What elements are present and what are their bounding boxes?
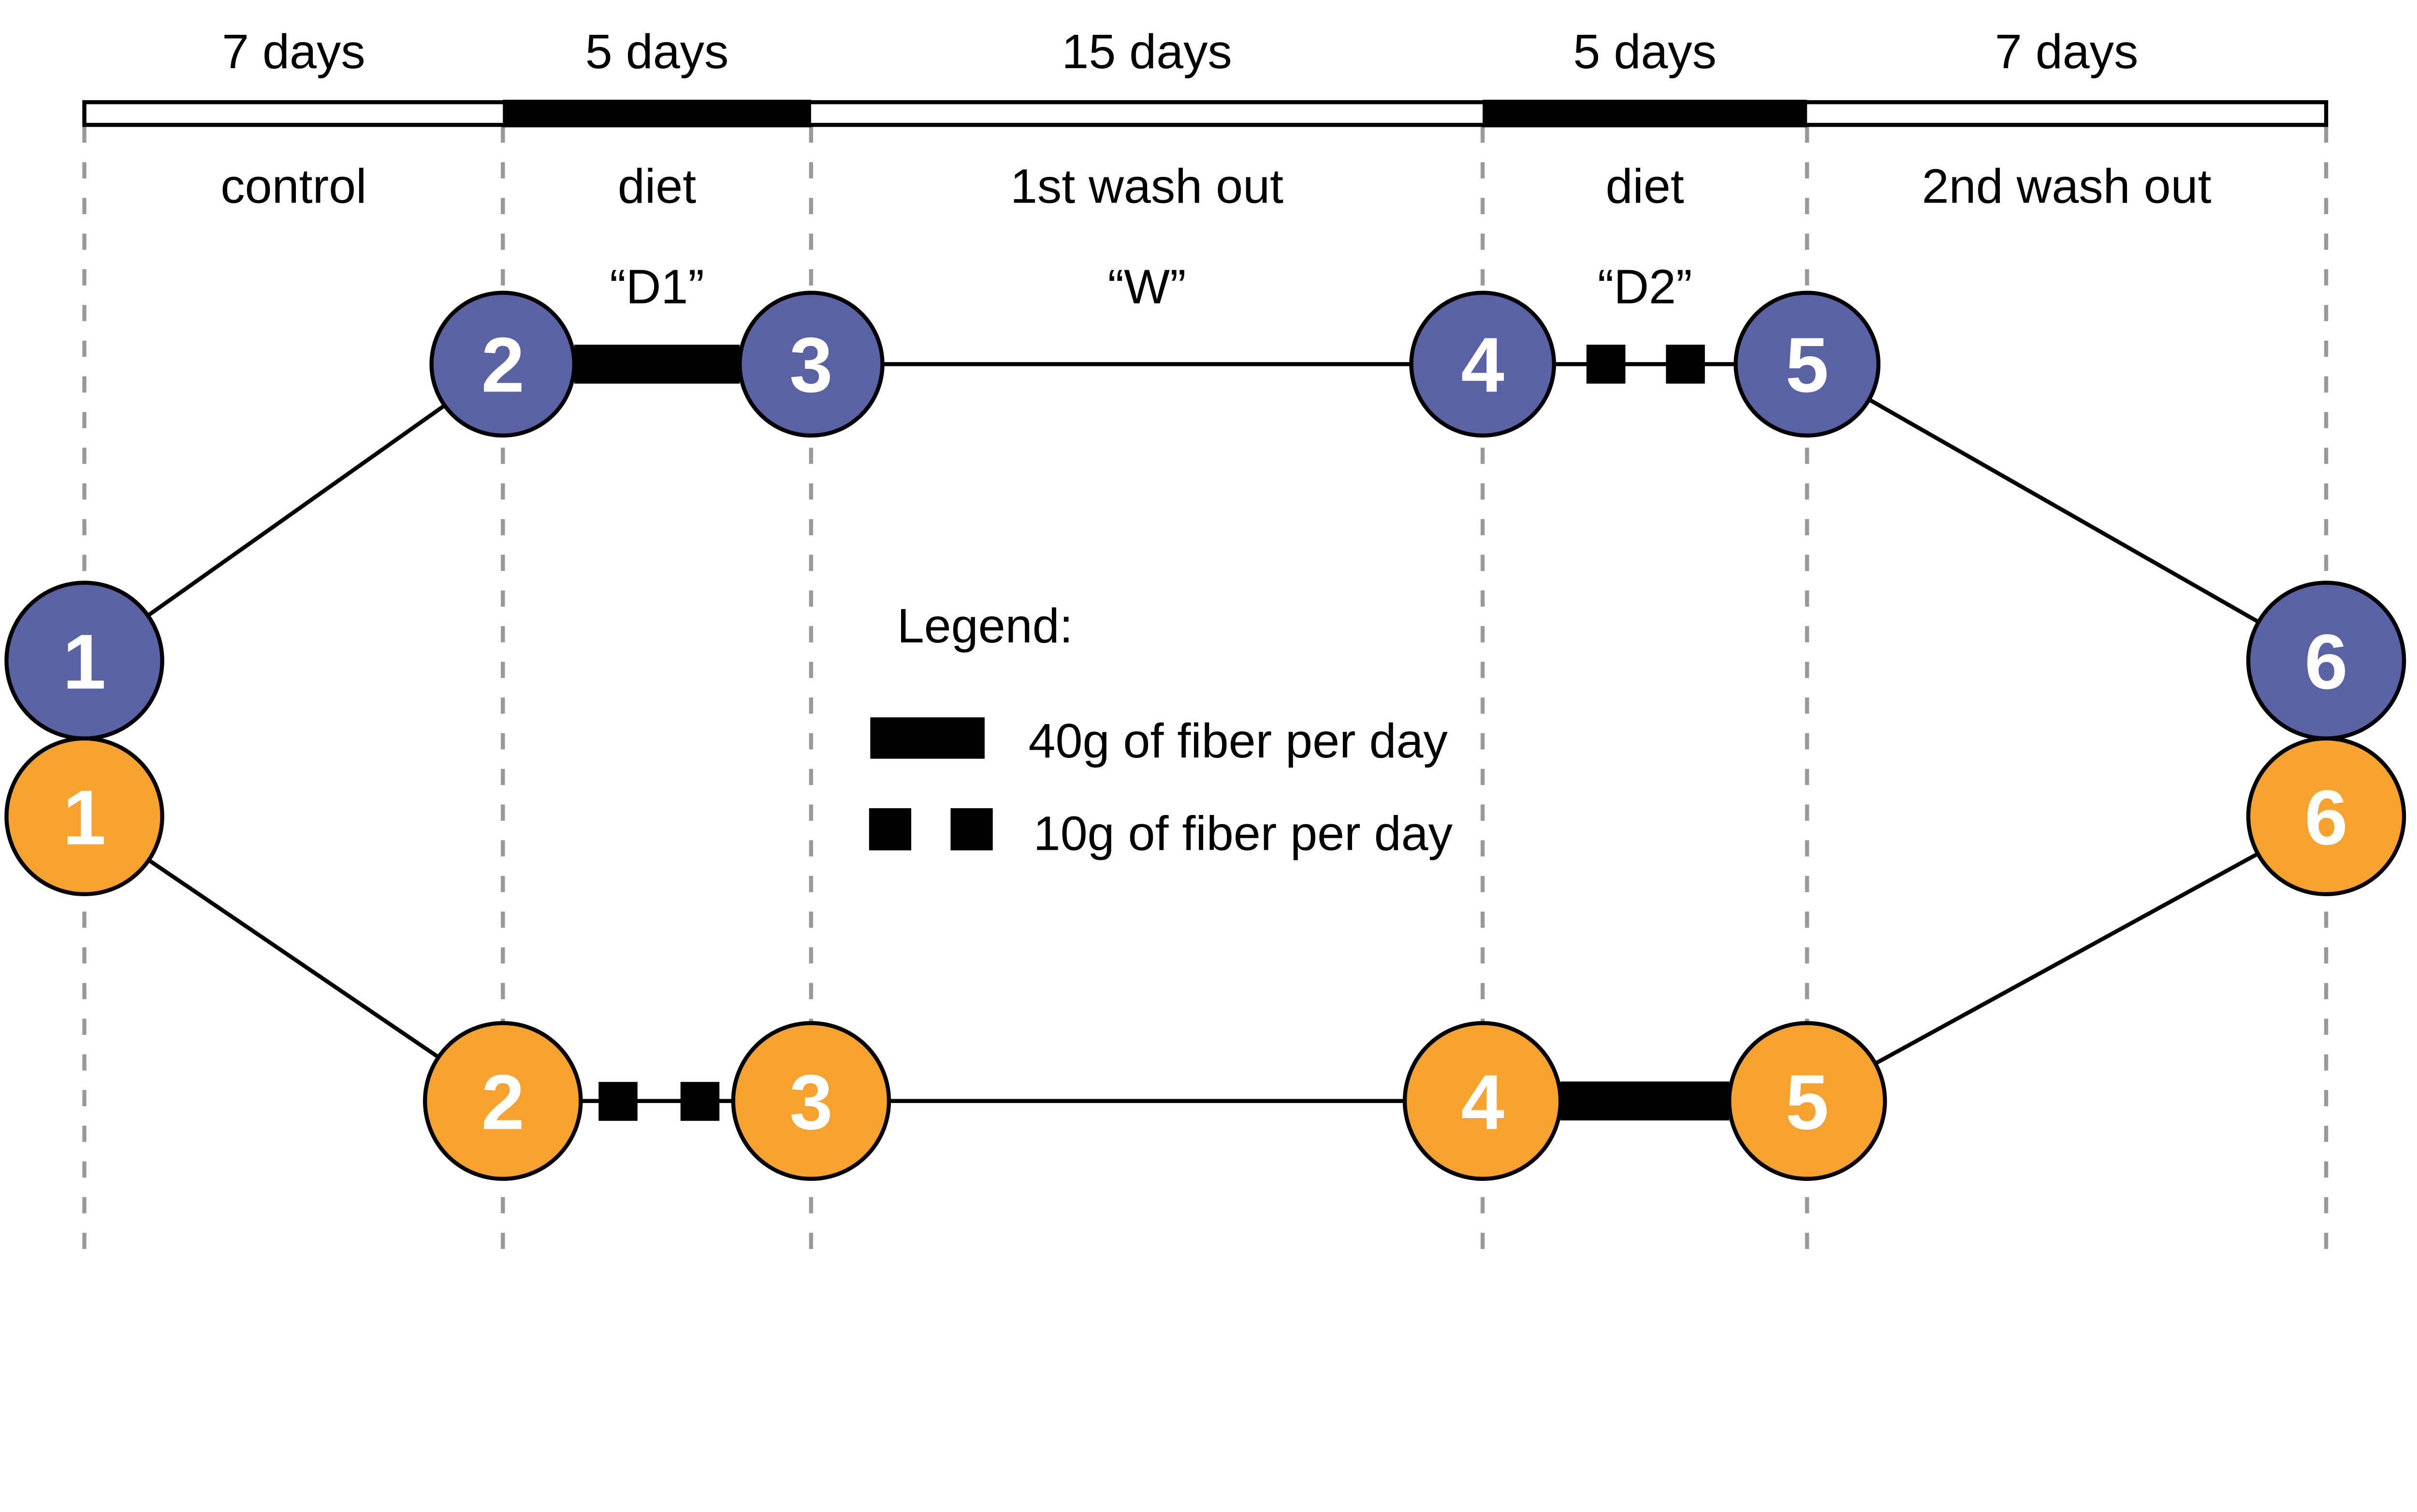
node-circle-orange-1 (4, 736, 164, 897)
study-arm-orange: 1 2 3 4 5 6 (4, 736, 2406, 1181)
node-number: 3 (789, 321, 833, 408)
dashed-guides (82, 126, 2329, 1257)
phase-labels: 7 days 5 days 15 days 5 days 7 days cont… (220, 25, 2211, 314)
connectors (83, 345, 2328, 1121)
node-circle-orange-5 (1727, 1021, 1887, 1181)
study-design-figure: 7 days 5 days 15 days 5 days 7 days cont… (4, 24, 2406, 1257)
phase-name-label: 2nd wash out (1922, 159, 2212, 213)
fiber-10g-connector-segment (1586, 345, 1626, 384)
legend-10g-swatch (950, 808, 993, 851)
node-circle-blue-4 (1409, 291, 1556, 438)
timeline-bar-outline (82, 100, 2329, 127)
fiber-10g-connector-segment (1666, 345, 1705, 384)
phase-name-label: diet (1606, 159, 1684, 213)
phase-duration-label: 7 days (1995, 25, 2139, 79)
legend-item-label: 40g of fiber per day (1029, 714, 1448, 768)
phase-duration-label: 5 days (585, 25, 729, 79)
fiber-40g-connector (1560, 1081, 1730, 1120)
node-number: 1 (63, 774, 106, 861)
legend: Legend: 40g of fiber per day 10g of fibe… (869, 599, 1453, 860)
node-number: 6 (2304, 618, 2348, 705)
node-circle-orange-2 (423, 1021, 583, 1181)
node-number: 3 (789, 1059, 833, 1146)
legend-40g-swatch (870, 717, 985, 759)
node-number: 6 (2304, 774, 2348, 861)
study-arm-blue: 1 2 3 4 5 6 (4, 291, 2406, 741)
phase-code-label: “D2” (1598, 260, 1692, 314)
legend-10g-swatch (869, 808, 912, 851)
node-circle-blue-3 (738, 291, 885, 438)
node-number: 2 (481, 321, 524, 408)
node-number: 1 (63, 618, 106, 705)
node-circle-orange-4 (1402, 1021, 1563, 1181)
thin-connector-line (83, 362, 504, 663)
thin-connector-line (1806, 362, 2328, 663)
node-number: 2 (481, 1059, 524, 1146)
phase-code-label: “W” (1107, 260, 1186, 314)
phase-duration-label: 15 days (1062, 25, 1232, 79)
phase-duration-label: 7 days (222, 25, 365, 79)
node-circle-orange-6 (2246, 736, 2406, 897)
phase-name-label: diet (618, 159, 696, 213)
node-number: 5 (1785, 1059, 1829, 1146)
diet-segment-d1 (503, 100, 811, 128)
legend-title: Legend: (897, 599, 1073, 653)
fiber-10g-connector-segment (598, 1082, 638, 1121)
legend-item-label: 10g of fiber per day (1034, 806, 1453, 860)
node-circle-orange-3 (731, 1021, 891, 1181)
node-number: 4 (1461, 321, 1504, 408)
node-circle-blue-5 (1733, 291, 1881, 438)
phase-name-label: control (220, 159, 366, 213)
fiber-40g-connector (574, 345, 740, 384)
timeline-bar (82, 100, 2329, 128)
thin-connector-line (83, 814, 504, 1103)
diet-segment-d2 (1483, 100, 1807, 128)
node-number: 5 (1785, 321, 1829, 408)
phase-code-label: “D1” (610, 260, 704, 314)
thin-connector-line (1806, 814, 2328, 1103)
node-number: 4 (1461, 1059, 1504, 1146)
phase-name-label: 1st wash out (1010, 159, 1283, 213)
fiber-10g-connector-segment (680, 1082, 720, 1121)
node-circle-blue-2 (429, 291, 577, 438)
phase-duration-label: 5 days (1573, 25, 1717, 79)
